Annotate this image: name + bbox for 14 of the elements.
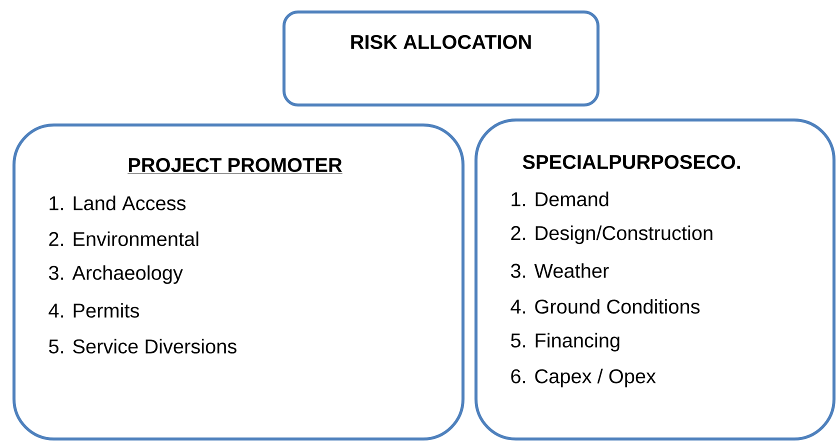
list-item: 3. Weather bbox=[510, 263, 609, 278]
list-item: 2. Design/Construction bbox=[511, 226, 712, 244]
list-item: 1. Land Access bbox=[50, 196, 186, 210]
list-item: 5. Financing bbox=[511, 332, 620, 352]
heading: SPECIALPURPOSECO. bbox=[522, 154, 740, 170]
list-item: 5. Service Diversions bbox=[49, 338, 236, 354]
list-item: 6. Capex / Opex bbox=[511, 368, 656, 388]
list-item: 4. Ground Conditions bbox=[510, 299, 700, 314]
list-item: 4. Permits bbox=[48, 303, 139, 318]
list-item: 1. Demand bbox=[512, 192, 608, 206]
list-item: 2. Environmental bbox=[49, 231, 198, 246]
list-item: 3. Archaeology bbox=[48, 265, 183, 284]
heading: RISK ALLOCATION bbox=[351, 34, 531, 50]
heading: PROJECT PROMOTER bbox=[127, 158, 343, 174]
